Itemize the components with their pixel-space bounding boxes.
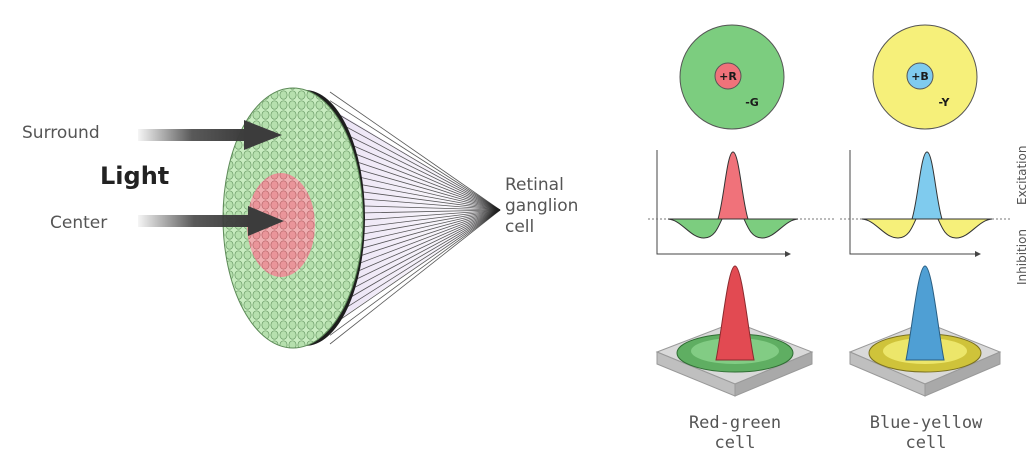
center-arrow: [138, 206, 284, 236]
by-center-label: +B: [911, 70, 929, 83]
center-label: Center: [50, 213, 107, 233]
dendrite-line: [329, 209, 501, 319]
by-excitation-peak: [911, 151, 943, 220]
dendrite-line: [329, 209, 501, 301]
excitation-label: Excitation: [1015, 146, 1029, 205]
blue-yellow-column: +B -Y Blue-yellow cell: [840, 24, 1010, 453]
retinal-cone: [222, 87, 501, 349]
retinal-label-line3: cell: [505, 217, 534, 237]
dendrite-line: [329, 135, 501, 211]
dendrite-line: [329, 209, 501, 345]
surround-label: Surround: [22, 123, 100, 143]
retinal-label-line2: ganglion: [505, 196, 578, 216]
rg-inhibition-area: [667, 218, 723, 239]
rg-surface-3d: [655, 265, 814, 397]
by-surround-label: -Y: [939, 96, 951, 109]
dendrite-line: [329, 209, 501, 293]
by-caption-line1: Blue-yellow: [870, 413, 983, 433]
center-spot: [247, 173, 315, 277]
by-surface-peak: [905, 265, 945, 361]
retinal-label-line1: Retinal: [505, 175, 564, 195]
dendrite-line: [329, 143, 501, 211]
rg-caption-line2: cell: [715, 433, 756, 453]
dendrite-line: [329, 91, 501, 211]
by-inhibition-area-right: [937, 218, 993, 239]
dendrite-line: [329, 109, 501, 211]
by-center-disc: [906, 62, 934, 90]
rg-caption-line1: Red-green: [689, 413, 781, 433]
by-inhibition-area: [861, 218, 917, 239]
dendrite-line: [329, 117, 501, 211]
rg-center-disc: [714, 62, 742, 90]
dendrite-line: [329, 126, 501, 211]
rg-surround-label: -G: [745, 96, 759, 109]
dendrite-line: [329, 209, 501, 327]
by-caption-line2: cell: [906, 433, 947, 453]
by-surface-3d: [848, 265, 1002, 397]
dendrite-line: [329, 209, 501, 310]
rg-excitation-peak: [717, 151, 749, 220]
rg-surface-peak: [715, 265, 755, 361]
rg-center-label: +R: [719, 70, 737, 83]
by-response-profile: [840, 150, 1010, 257]
rg-inhibition-area-right: [743, 218, 799, 239]
inhibition-label: Inhibition: [1015, 229, 1029, 285]
red-green-column: +R -G Red-green cell: [648, 24, 836, 453]
surround-arrow: [138, 120, 282, 150]
light-label: Light: [100, 162, 169, 190]
dendrite-line: [329, 100, 501, 211]
dendrite-line: [329, 209, 501, 336]
rg-response-profile: [648, 150, 836, 257]
